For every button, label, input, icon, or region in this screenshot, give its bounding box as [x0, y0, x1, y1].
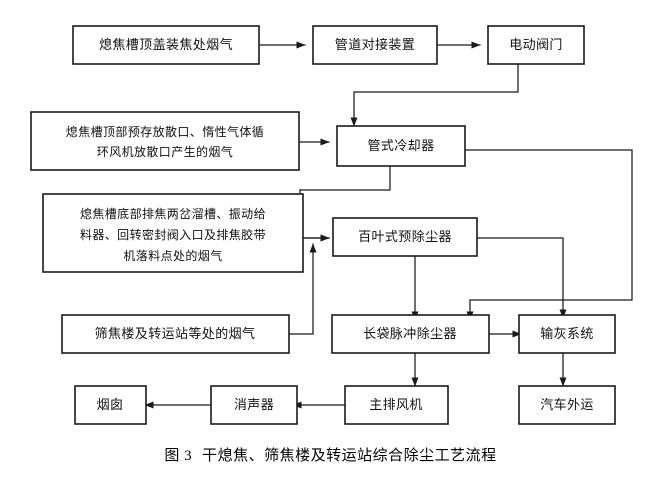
node-label-bottom-discharge-line3: 机落料点处的烟气 — [123, 248, 222, 263]
figure-caption-text: 干熄焦、筛焦楼及转运站综合除尘工艺流程 — [202, 448, 497, 464]
node-label-electric-valve: 电动阀门 — [509, 37, 563, 52]
node-label-tube-cooler: 管式冷却器 — [367, 138, 434, 153]
node-label-main-fan: 主排风机 — [369, 397, 423, 412]
node-label-chimney: 烟囱 — [97, 397, 124, 412]
node-silencer[interactable]: 消声器 — [210, 385, 298, 425]
edge-cooler-to-bagfilter — [464, 149, 633, 321]
node-label-ash-conveying: 输灰系统 — [540, 326, 594, 341]
node-label-pipe-docking: 管道对接装置 — [335, 37, 415, 52]
node-label-bottom-discharge-line2: 料器、回转密封阀入口及排焦胶带 — [80, 227, 266, 242]
node-label-silencer: 消声器 — [234, 397, 274, 412]
node-pipe-docking[interactable]: 管道对接装置 — [312, 25, 438, 65]
node-louver-predust[interactable]: 百叶式预除尘器 — [332, 217, 478, 257]
flowchart-canvas: 熄焦槽顶盖装焦处烟气 管道对接装置 电动阀门 熄焦槽顶部预存放散口、惰性气体循 … — [30, 25, 633, 425]
node-label-screening-smoke: 筛焦楼及转运站等处的烟气 — [95, 326, 256, 341]
edge-predust-to-ash — [476, 237, 567, 319]
node-ash-conveying[interactable]: 输灰系统 — [518, 314, 616, 354]
node-label-truck-transport: 汽车外运 — [540, 397, 594, 412]
node-label-louver-predust: 百叶式预除尘器 — [358, 229, 452, 244]
node-charging-smoke[interactable]: 熄焦槽顶盖装焦处烟气 — [72, 25, 260, 65]
node-chimney[interactable]: 烟囱 — [74, 385, 147, 425]
node-bottom-discharge-smoke[interactable]: 熄焦槽底部排焦两岔溜槽、振动给 料器、回转密封阀入口及排焦胶带 机落料点处的烟气 — [42, 193, 304, 273]
node-label-top-vent-smoke-line2: 环风机放散口产生的烟气 — [97, 144, 233, 159]
edge-cooler-down — [299, 165, 391, 191]
node-screening-smoke[interactable]: 筛焦楼及转运站等处的烟气 — [61, 314, 290, 354]
node-main-fan[interactable]: 主排风机 — [344, 385, 449, 425]
edge-screening-to-predust — [288, 243, 317, 335]
figure-caption-number: 图 3 — [164, 448, 193, 464]
node-label-charging-smoke: 熄焦槽顶盖装焦处烟气 — [99, 37, 233, 52]
node-label-top-vent-smoke-line1: 熄焦槽顶部预存放散口、惰性气体循 — [66, 124, 264, 139]
edge-cooler-to-predust — [299, 189, 330, 242]
edge-valve-to-cooler — [350, 63, 519, 127]
node-long-bag-filter[interactable]: 长袋脉冲除尘器 — [331, 314, 490, 354]
node-top-vent-smoke[interactable]: 熄焦槽顶部预存放散口、惰性气体循 环风机放散口产生的烟气 — [30, 111, 300, 171]
node-electric-valve[interactable]: 电动阀门 — [487, 25, 585, 65]
figure-caption: 图 3 干熄焦、筛焦楼及转运站综合除尘工艺流程 — [0, 444, 661, 465]
node-tube-cooler[interactable]: 管式冷却器 — [336, 125, 466, 167]
node-label-bottom-discharge-line1: 熄焦槽底部排焦两岔溜槽、振动给 — [80, 206, 266, 221]
node-label-long-bag-filter: 长袋脉冲除尘器 — [363, 326, 457, 341]
node-truck-transport[interactable]: 汽车外运 — [518, 385, 616, 425]
